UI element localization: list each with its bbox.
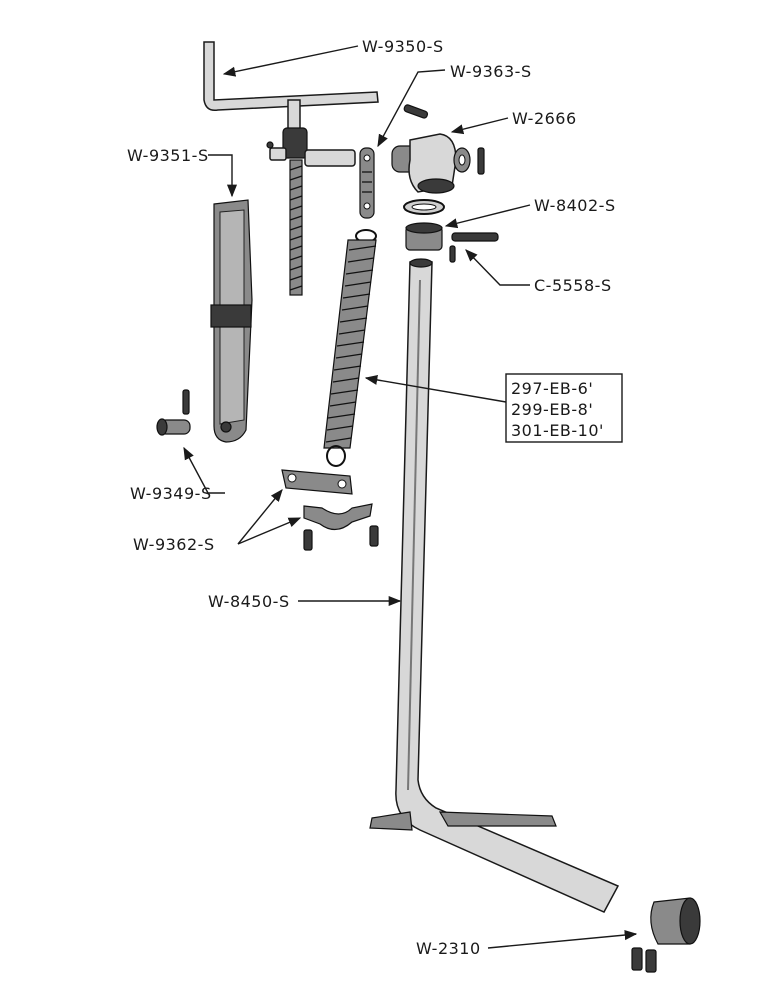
spring-link-part <box>359 104 429 219</box>
standard-tube-part <box>369 258 620 913</box>
leader-w2666 <box>450 117 509 135</box>
head-bracket-part <box>391 133 485 194</box>
leader-w9350s <box>222 45 359 77</box>
leader-w9363s <box>377 69 446 148</box>
leader-c5558s <box>465 249 530 286</box>
bolt-part <box>449 232 499 263</box>
label-w9351s: W-9351-S <box>127 146 209 165</box>
label-w8402s: W-8402-S <box>534 196 616 215</box>
washer-collar-part <box>403 199 445 251</box>
screw-threads <box>289 165 303 291</box>
pin-part <box>156 389 191 436</box>
label-w9363s: W-9363-S <box>450 62 532 81</box>
leader-w8402s <box>444 204 531 229</box>
t-handle-crank-part <box>203 41 379 296</box>
spring-part-number-box: 297-EB-6' 299-EB-8' 301-EB-10' <box>505 373 623 443</box>
leader-w9362s-a <box>237 489 283 545</box>
spring-box-line-1: 297-EB-6' <box>511 379 593 398</box>
lever-body-part <box>210 199 253 443</box>
leader-w2310 <box>487 930 638 949</box>
label-w9350s: W-9350-S <box>362 37 444 56</box>
label-c5558s: C-5558-S <box>534 276 612 295</box>
coil-spring-part <box>323 229 377 467</box>
spring-coils <box>325 245 377 443</box>
label-w8450s: W-8450-S <box>208 592 290 611</box>
label-w2666: W-2666 <box>512 109 577 128</box>
spring-box-line-3: 301-EB-10' <box>511 421 604 440</box>
leader-w9362s-b <box>237 517 302 545</box>
label-w2310: W-2310 <box>416 939 481 958</box>
clamp-part <box>281 469 379 551</box>
label-w9362s: W-9362-S <box>133 535 215 554</box>
leader-w9351s <box>208 154 238 198</box>
leader-w9349s <box>183 446 225 494</box>
leader-lines <box>183 45 638 949</box>
label-w9349s: W-9349-S <box>130 484 212 503</box>
spring-box-line-2: 299-EB-8' <box>511 400 593 419</box>
leader-spring <box>364 374 507 403</box>
foot-cap-part <box>631 897 701 973</box>
